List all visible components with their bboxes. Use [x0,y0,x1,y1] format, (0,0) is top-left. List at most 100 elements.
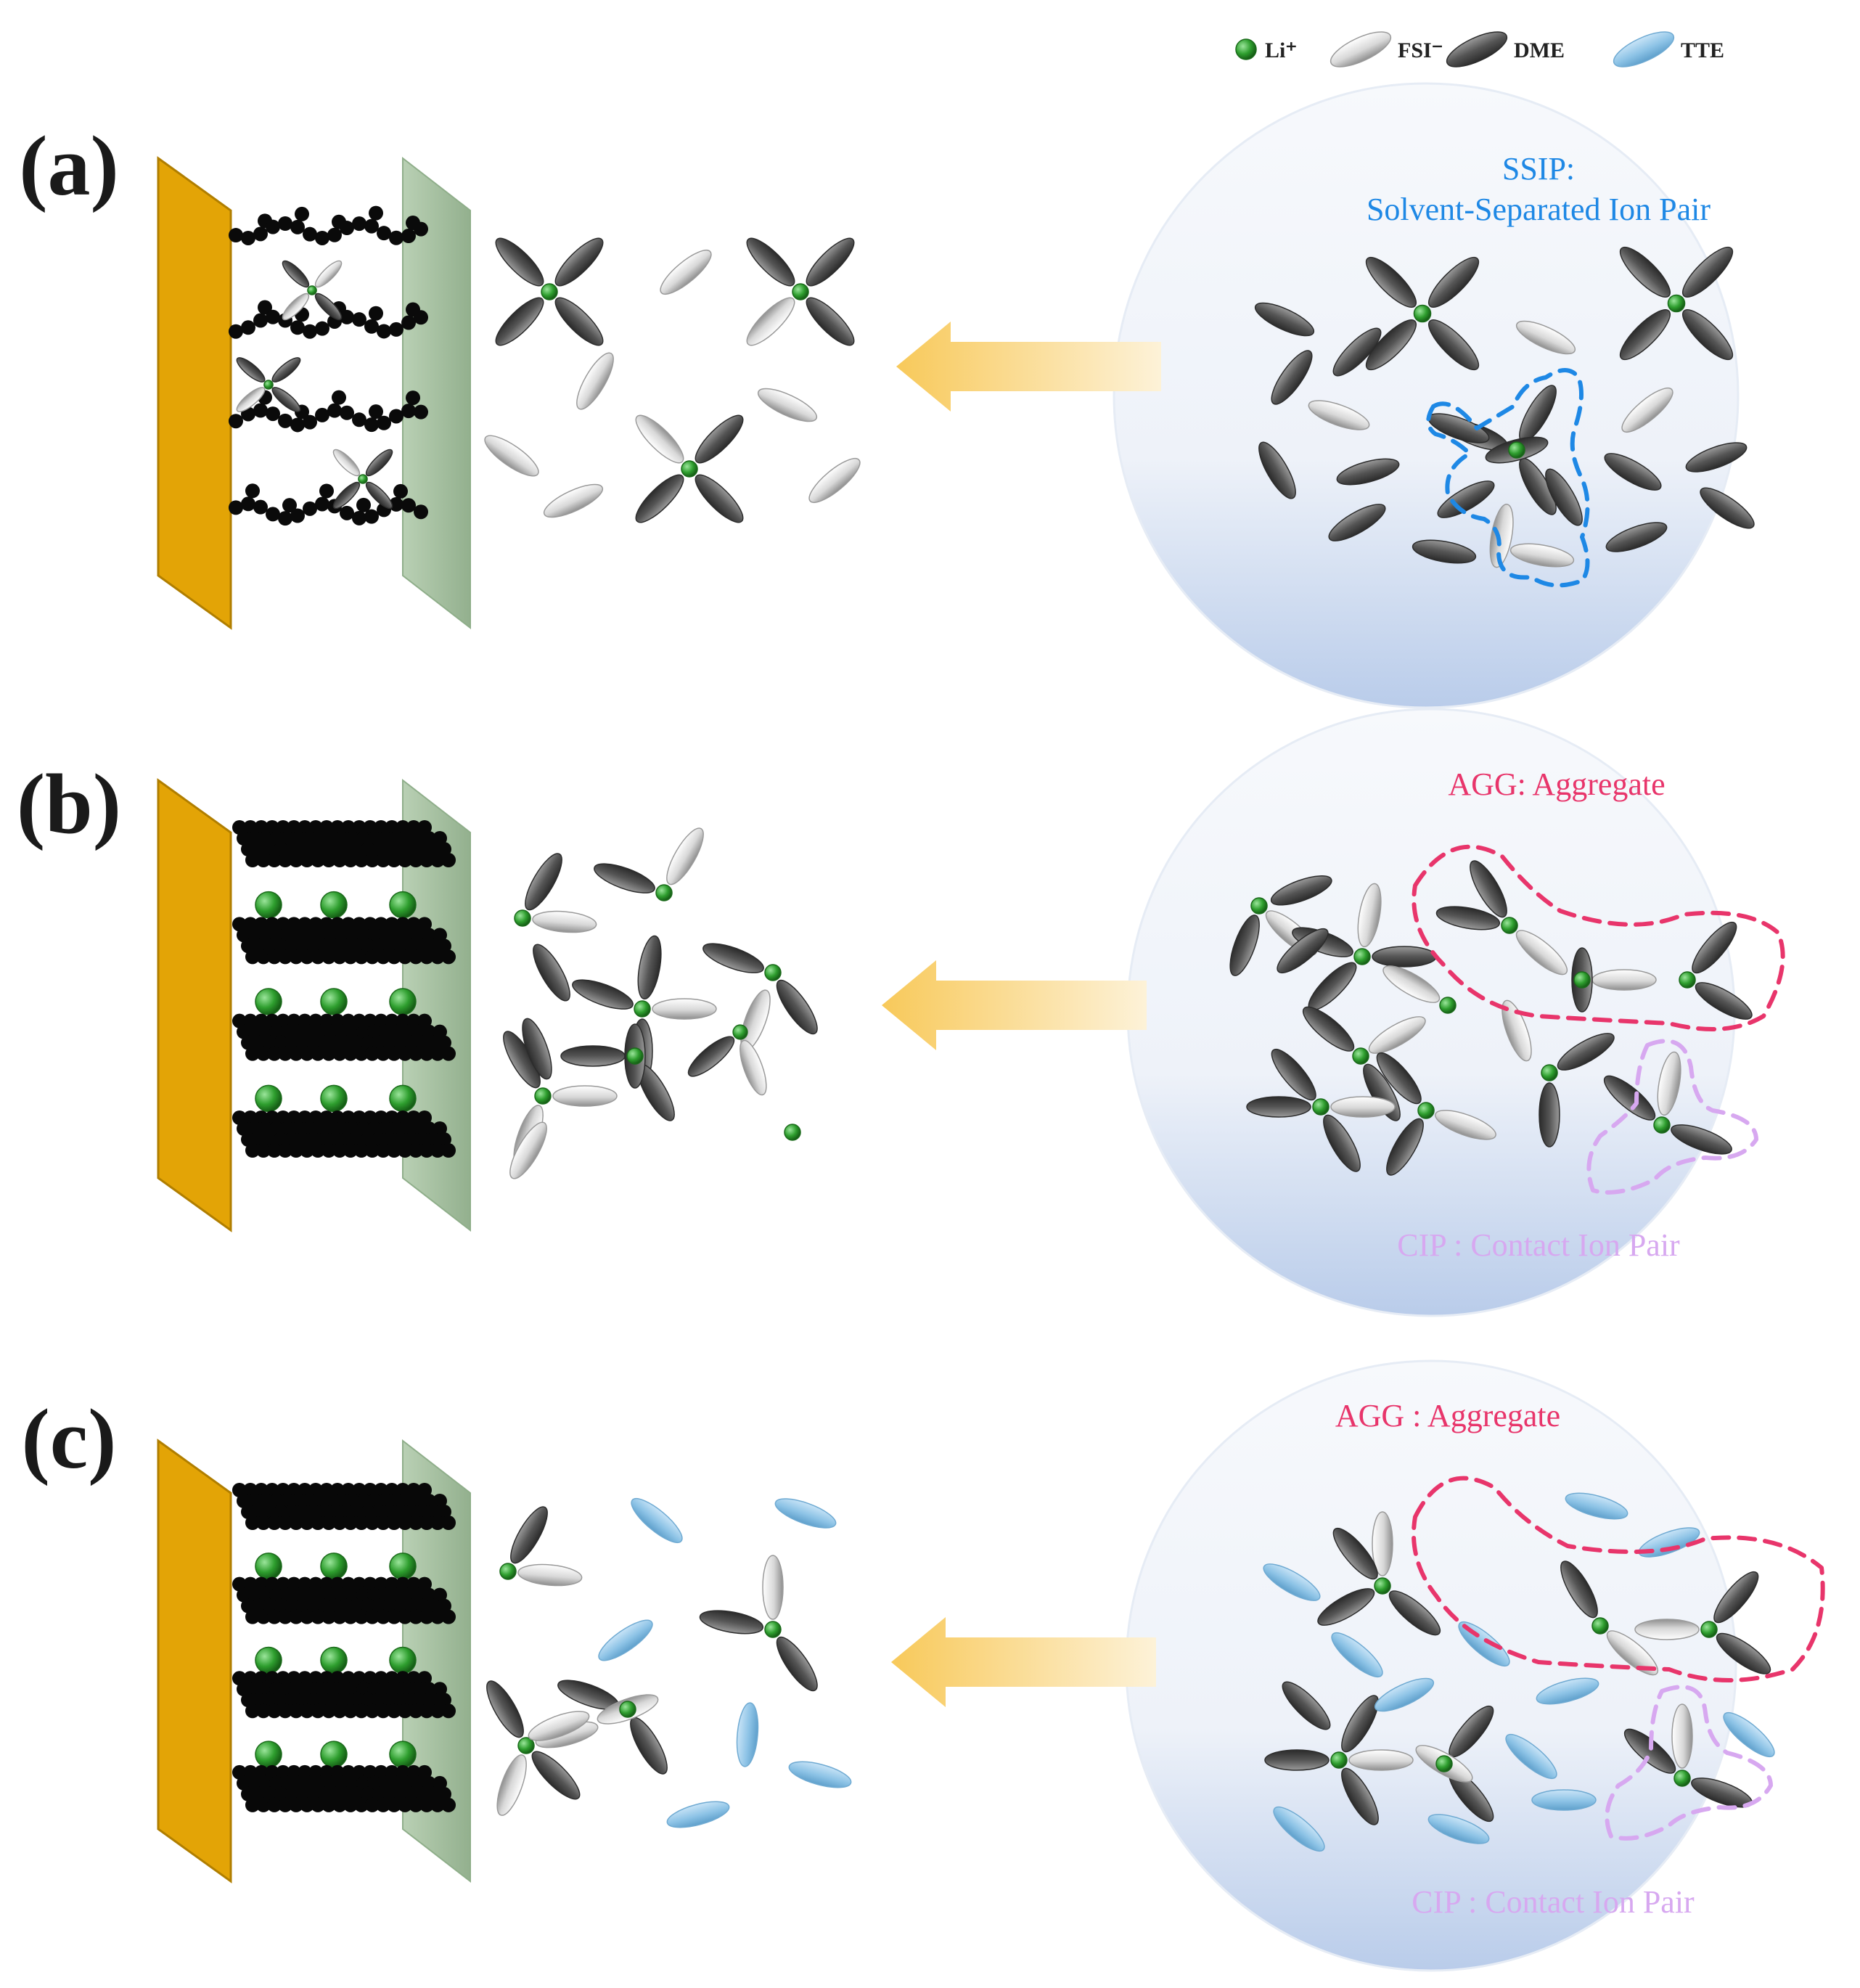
graphite-particle [406,1013,421,1028]
li-ion [255,1646,282,1674]
graphite-particle [363,1483,377,1497]
graphite-particle [252,1132,266,1147]
graphite-particle [426,1505,441,1519]
graphite-particle [352,1764,366,1780]
dme-molecule [1623,1728,1676,1774]
graphite-particle [319,1110,334,1125]
dme-molecule [1258,441,1296,499]
graphite-particle [269,1024,284,1039]
graphite-particle [398,1797,412,1812]
graphite-particle [341,1764,356,1780]
graphite-particle [356,1024,371,1039]
dme-molecule [1470,860,1507,918]
tte-molecule [1374,1677,1435,1712]
dme-molecule [522,1018,552,1080]
graphite-particle [389,928,403,943]
graphite-particle [256,1515,271,1530]
graphite-particle [389,831,403,846]
bubble-label-cip: CIP : Contact Ion Pair [1412,1884,1695,1920]
graphite-particle [374,1013,388,1028]
dme-molecule [1603,1075,1656,1121]
graphite-particle [289,1797,303,1812]
li-ion [1374,1577,1391,1595]
graphite-particle [298,1483,312,1497]
graphite-particle [382,1035,397,1050]
graphite-particle [319,917,334,932]
graphite-particle [335,928,349,943]
graphite-particle [241,496,255,512]
graphite-particle [252,1505,266,1519]
graphite-particle [306,938,321,954]
graphite-particle [289,1515,303,1530]
graphite-particle [266,406,280,422]
graphite-particle [343,949,358,965]
graphite-particle [382,1693,397,1708]
graphite-particle [367,1024,382,1039]
tte-molecule [1565,1492,1628,1520]
graphite-particle [265,1764,279,1780]
graphite-particle [363,1576,377,1592]
graphite-particle [315,321,329,336]
graphite-particle [345,1024,360,1039]
graphite-particle [324,928,338,943]
dme-molecule [776,1636,818,1692]
graphite-particle [302,1587,316,1603]
fsi-molecule [1308,400,1370,430]
graphite-particle [363,1671,377,1686]
graphite-particle [352,1671,366,1686]
li-ion [1352,1047,1369,1065]
fsi-molecule [282,293,310,321]
graphite-particle [426,1598,441,1613]
graphite-particle [256,1609,271,1624]
graphite-particle [401,404,416,419]
li-ion [764,964,782,981]
graphite-particle [321,1046,336,1061]
graphite-particle [295,1693,310,1708]
dme-molecule [1713,1571,1759,1624]
graphite-particle [328,842,343,856]
graphite-particle [352,216,366,232]
graphite-particle [258,300,272,315]
graphite-particle [321,1515,336,1530]
fsi-molecule [1671,1703,1693,1769]
graphite-particle [398,1143,412,1158]
li-ion [1541,1064,1558,1081]
li-ion [1501,917,1518,934]
graphite-particle [374,917,388,932]
graphite-particle [433,831,447,846]
li-ion [1235,38,1257,60]
graphite-particle [327,403,342,418]
li-ion [320,891,348,919]
graphite-particle [245,1515,260,1530]
fsi-molecule [517,1563,583,1587]
graphite-particle [269,1121,284,1136]
graphite-particle [290,219,305,234]
fsi-molecule [740,1039,767,1096]
graphite-particle [241,842,255,856]
graphite-particle [300,853,314,867]
graphite-particle [302,831,316,846]
graphite-particle [441,1609,456,1624]
li-ion [764,1621,782,1638]
fsi-molecule [746,297,795,346]
graphite-particle [335,1494,349,1508]
graphite-particle [313,1682,327,1697]
graphite-particle [241,320,255,335]
graphite-particle [265,1576,279,1592]
dme-molecule [1619,309,1671,361]
graphite-particle [335,1682,349,1697]
graphite-particle [378,1121,393,1136]
graphite-particle [241,230,255,245]
graphite-particle [341,1671,356,1686]
graphite-particle [404,1132,419,1147]
graphite-particle [298,820,312,835]
dme-molecule [637,935,662,1000]
dme-molecule [314,293,343,321]
dme-molecule [1619,246,1671,298]
graphite-particle [343,1515,358,1530]
dme-molecule [1671,1124,1732,1155]
graphite-particle [290,417,305,433]
graphite-particle [404,1505,419,1519]
fsi-molecule [552,1085,618,1107]
